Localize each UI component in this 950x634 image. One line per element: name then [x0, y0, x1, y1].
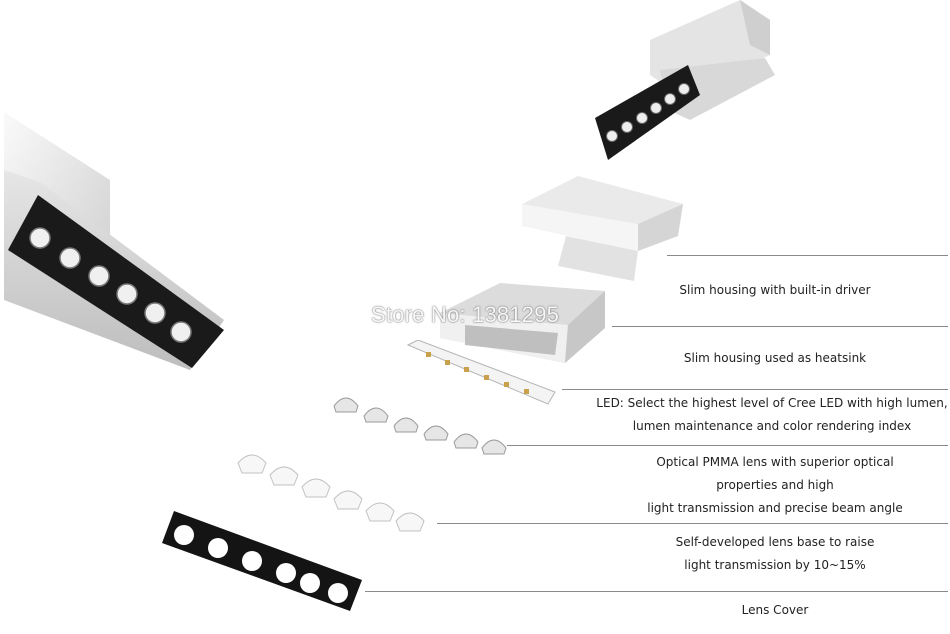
callout-line: lumen maintenance and color rendering in… [632, 419, 912, 433]
callout-driver-housing: Slim housing with built-in driver [640, 279, 910, 302]
assembled-fixture-large [4, 112, 224, 370]
callout-line: light transmission by 10~15% [684, 558, 866, 572]
store-watermark: Store No: 1381295 [371, 302, 560, 327]
callout-line: Optical PMMA lens with superior optical [656, 455, 894, 469]
callout-line: LED: Select the highest level of Cree LE… [596, 396, 948, 410]
callout-line: Self-developed lens base to raise [675, 535, 875, 549]
lens-cover [162, 511, 362, 611]
assembled-fixture-small [595, 0, 775, 160]
callout-line: properties and high [716, 478, 834, 492]
led-board [406, 340, 556, 405]
lens-base-row [237, 454, 425, 532]
leader-line-1 [667, 255, 948, 256]
driver-housing [522, 176, 683, 281]
callout-line: light transmission and precise beam angl… [647, 501, 903, 515]
optical-lens-row [333, 397, 507, 455]
callout-heatsink: Slim housing used as heatsink [640, 347, 910, 370]
callout-lens-base: Self-developed lens base to raise light … [640, 531, 910, 577]
callout-led: LED: Select the highest level of Cree LE… [596, 392, 948, 438]
leader-line-5 [437, 523, 948, 524]
heatsink-housing [440, 283, 605, 363]
callout-lens-cover: Lens Cover [640, 599, 910, 622]
callout-line: Lens Cover [741, 603, 809, 617]
leader-line-3 [562, 389, 948, 390]
leader-line-4 [507, 445, 948, 446]
callout-line: Slim housing used as heatsink [683, 351, 867, 365]
callout-optical-lens: Optical PMMA lens with superior optical … [625, 451, 925, 520]
leader-line-2 [612, 326, 948, 327]
leader-line-6 [365, 591, 948, 592]
callout-line: Slim housing with built-in driver [679, 283, 871, 297]
